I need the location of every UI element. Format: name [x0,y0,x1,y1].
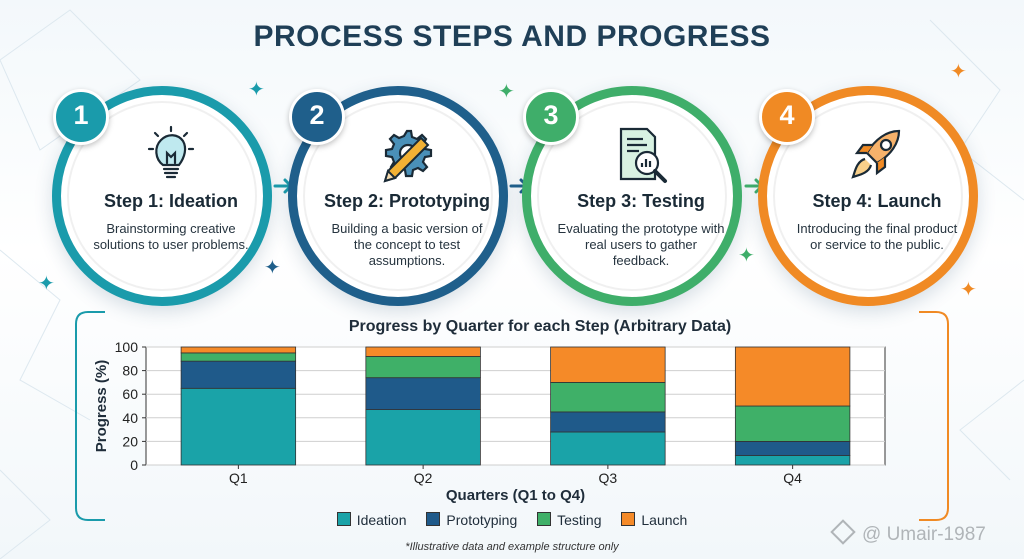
sparkle-icon: ✦ [738,245,755,267]
step-number-badge: 2 [289,89,345,145]
footnote: *Illustrative data and example structure… [405,541,619,553]
page-title: PROCESS STEPS AND PROGRESS [253,20,771,53]
watermark-text: @ Umair-1987 [862,524,986,545]
step-4-card: 4 Step 4: Launch Introducing the final p… [758,86,978,306]
bar-segment-ideation [180,387,297,466]
step-3-card: 3 Step 3: Testing Evaluating the prototy… [522,86,742,306]
y-tick-label: 20 [122,433,138,449]
legend-item: Testing [537,512,601,528]
sparkle-icon: ✦ [248,79,265,101]
y-tick-label: 60 [122,386,138,402]
bar-segment-prototyping [734,440,851,456]
bar-segment-ideation [550,431,666,466]
legend-label: Prototyping [446,512,518,528]
chart-legend: Ideation Prototyping Testing Launch [0,512,1024,528]
legend-item: Ideation [336,512,407,528]
legend-swatch [537,512,552,526]
step-1-card: 1 Step 1: Ideation Brainstorming creativ… [52,86,272,306]
sparkle-icon: ✦ [264,257,281,279]
sparkle-icon: ✦ [950,61,967,83]
step-description: Brainstorming creative solutions to user… [93,221,249,252]
step-ring [773,101,963,291]
legend-label: Launch [641,512,688,528]
x-tick-label: Q2 [414,470,433,486]
step-title: Step 1: Ideation [103,191,238,211]
bar-segment-ideation [365,409,481,466]
document-magnifier-icon [619,127,667,183]
bar-segment-launch [734,346,851,407]
legend-swatch [336,512,351,526]
step-description: Evaluating the prototype with real users… [557,221,725,268]
x-tick-label: Q3 [599,470,618,486]
rocket-icon [851,129,901,179]
step-ring [67,101,257,291]
sparkle-icon: ✦ [38,273,55,295]
x-tick-label: Q1 [229,470,248,486]
y-tick-label: 0 [130,457,138,473]
bar-segment-prototyping [550,411,666,433]
sparkle-icon: ✦ [960,279,977,301]
step-description: Building a basic version of the concept … [331,221,483,268]
step-2-card: 2 Step 2: Prototyping Building a basic v… [288,86,508,306]
step-ring [303,101,493,291]
step-description: Introducing the final product or service… [796,221,958,252]
bar-segment-prototyping [180,360,297,389]
x-axis-label: Quarters (Q1 to Q4) [446,487,585,504]
legend-swatch [426,512,441,526]
bar-segment-testing [180,352,297,362]
bar-segment-testing [550,381,666,413]
lightbulb-icon [147,125,195,179]
bar-segment-ideation [734,455,851,466]
bar-segment-prototyping [365,377,481,410]
watermark: @ Umair-1987 [830,519,986,546]
step-number-badge: 1 [53,89,109,145]
bar-segment-testing [365,356,481,379]
sparkle-icon: ✦ [498,81,515,103]
step-title: Step 3: Testing [577,191,705,211]
legend-swatch [621,512,636,526]
step-ring [537,101,727,291]
bar-segment-launch [550,346,666,383]
step-number-badge: 3 [523,89,579,145]
step-number-badge: 4 [759,89,815,145]
bar-segment-testing [734,405,851,442]
gear-pencil-icon [383,129,433,183]
y-tick-label: 40 [122,410,138,426]
step-title: Step 2: Prototyping [324,191,490,211]
x-tick-label: Q4 [783,470,802,486]
y-tick-label: 100 [115,339,139,355]
legend-label: Testing [557,512,602,528]
bar-segment-launch [365,346,481,357]
bar-segment-launch [180,346,297,354]
legend-item: Launch [621,512,687,528]
chart-title: Progress by Quarter for each Step (Arbit… [348,318,732,335]
legend-label: Ideation [356,512,407,528]
step-title: Step 4: Launch [812,191,942,211]
y-tick-label: 80 [122,363,138,379]
watermark-logo-icon [830,519,856,545]
legend-item: Prototyping [426,512,517,528]
y-axis-label: Progress (%) [93,360,110,453]
